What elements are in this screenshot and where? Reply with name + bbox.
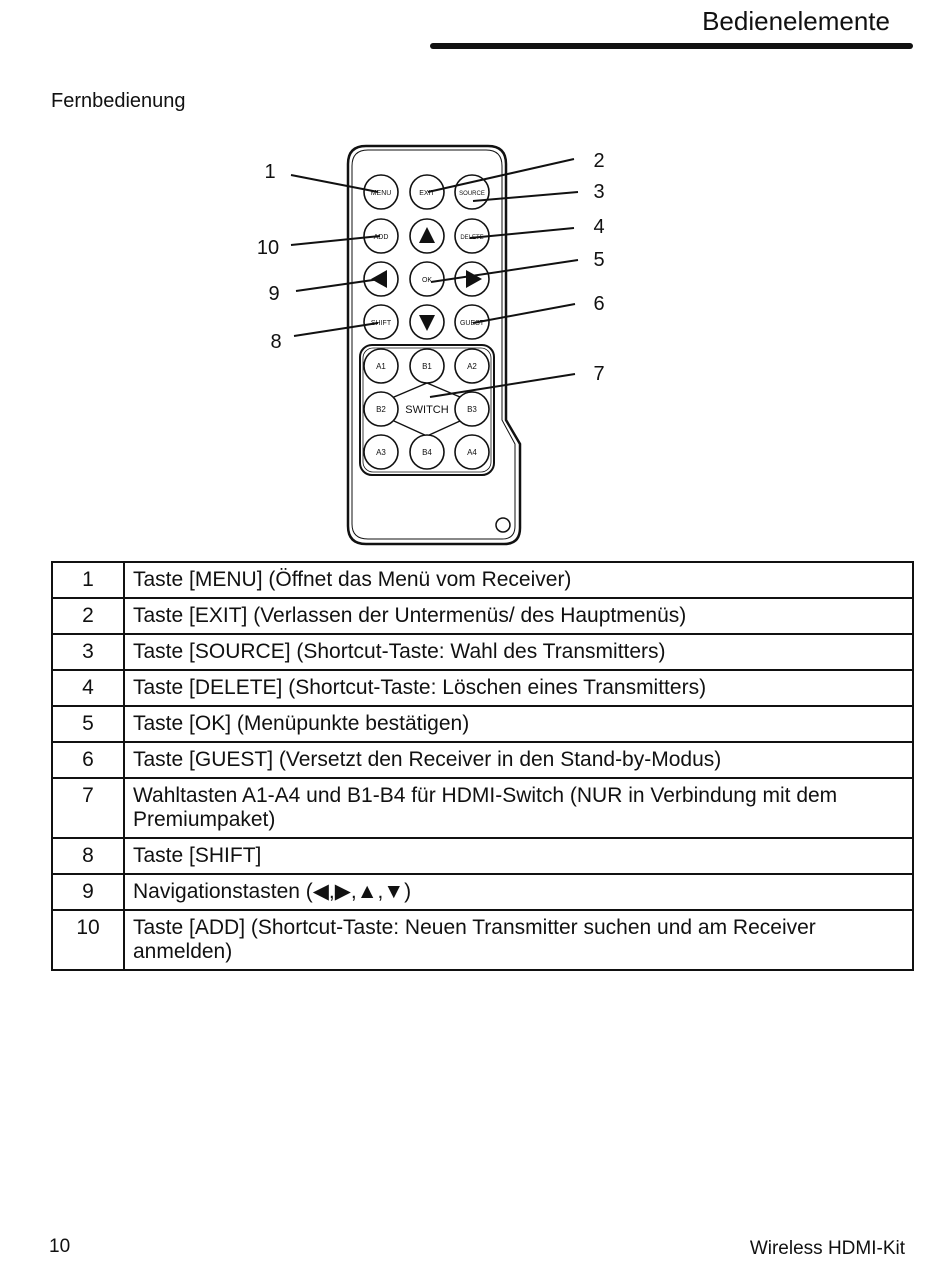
a4-label: A4 <box>467 448 477 457</box>
leader-5 <box>430 259 579 283</box>
table-row: 5 Taste [OK] (Menüpunkte bestätigen) <box>51 705 914 743</box>
callout-4: 4 <box>593 216 604 238</box>
b2-label: B2 <box>376 405 386 414</box>
legend-number: 9 <box>51 873 125 911</box>
legend-number: 7 <box>51 777 125 839</box>
up-arrow-icon <box>419 227 435 243</box>
legend-number: 3 <box>51 633 125 671</box>
legend-description: Taste [DELETE] (Shortcut-Taste: Löschen … <box>123 669 914 707</box>
callout-5: 5 <box>593 249 604 271</box>
ok-label: OK <box>422 277 432 284</box>
a2-button <box>454 348 490 384</box>
legend-description: Taste [SOURCE] (Shortcut-Taste: Wahl des… <box>123 633 914 671</box>
b3-button <box>454 391 490 427</box>
a3-button <box>363 434 399 470</box>
shift-button <box>363 304 399 340</box>
remote-control-figure: MENU EXIT SOURCE ADD DELETE OK SHIFT GUE… <box>257 144 605 546</box>
remote-body <box>346 144 522 546</box>
leader-4 <box>469 227 575 239</box>
table-row: 6 Taste [GUEST] (Versetzt den Receiver i… <box>51 741 914 779</box>
a2-label: A2 <box>467 362 477 371</box>
b2-button <box>363 391 399 427</box>
table-row: 3 Taste [SOURCE] (Shortcut-Taste: Wahl d… <box>51 633 914 671</box>
a3-label: A3 <box>376 448 386 457</box>
page-number: 10 <box>49 1236 71 1257</box>
table-row: 10 Taste [ADD] (Shortcut-Taste: Neuen Tr… <box>51 909 914 971</box>
legend-description: Taste [SHIFT] <box>123 837 914 875</box>
section-title: Bedienelemente <box>702 6 890 36</box>
a4-button <box>454 434 490 470</box>
switch-panel-inner <box>362 347 492 473</box>
leader-6 <box>472 303 576 324</box>
legend-number: 2 <box>51 597 125 635</box>
legend-number: 6 <box>51 741 125 779</box>
leader-1 <box>290 174 379 193</box>
leader-2 <box>427 158 575 193</box>
callout-9: 9 <box>268 283 279 305</box>
guest-label: GUEST <box>460 320 485 327</box>
down-arrow-icon <box>419 315 435 331</box>
leader-3 <box>472 191 579 202</box>
table-row: 4 Taste [DELETE] (Shortcut-Taste: Lösche… <box>51 669 914 707</box>
ok-button <box>409 261 445 297</box>
legend-number: 8 <box>51 837 125 875</box>
table-row: 1 Taste [MENU] (Öffnet das Menü vom Rece… <box>51 561 914 599</box>
exit-label: EXIT <box>419 190 435 197</box>
callout-1: 1 <box>264 161 275 183</box>
legend-description: Taste [MENU] (Öffnet das Menü vom Receiv… <box>123 561 914 599</box>
callout-3: 3 <box>593 181 604 203</box>
callout-8: 8 <box>270 331 281 353</box>
leader-8 <box>293 322 379 337</box>
table-row: 7 Wahltasten A1-A4 und B1-B4 für HDMI-Sw… <box>51 777 914 839</box>
switch-label: SWITCH <box>405 404 448 416</box>
b1-button <box>409 348 445 384</box>
remote-led <box>495 517 511 533</box>
a1-label: A1 <box>376 362 386 371</box>
a1-button <box>363 348 399 384</box>
leader-10 <box>290 235 381 246</box>
leader-7 <box>429 373 576 398</box>
title-rule <box>430 43 913 49</box>
leader-9 <box>295 278 381 292</box>
right-arrow-icon <box>466 270 482 288</box>
legend-description: Taste [OK] (Menüpunkte bestätigen) <box>123 705 914 743</box>
callout-10: 10 <box>257 237 279 259</box>
subtitle: Fernbedienung <box>51 90 186 112</box>
legend-description: Taste [EXIT] (Verlassen der Untermenüs/ … <box>123 597 914 635</box>
legend-description: Taste [ADD] (Shortcut-Taste: Neuen Trans… <box>123 909 914 971</box>
b1-label: B1 <box>422 362 432 371</box>
legend-description: Wahltasten A1-A4 und B1-B4 für HDMI-Swit… <box>123 777 914 839</box>
legend-description: Taste [GUEST] (Versetzt den Receiver in … <box>123 741 914 779</box>
guest-button <box>454 304 490 340</box>
product-name: Wireless HDMI-Kit <box>749 1238 905 1259</box>
legend-number: 4 <box>51 669 125 707</box>
legend-table: 1 Taste [MENU] (Öffnet das Menü vom Rece… <box>51 561 914 971</box>
table-row: 9 Navigationstasten (◀,▶,▲,▼) <box>51 873 914 911</box>
add-label: ADD <box>374 234 389 241</box>
legend-number: 5 <box>51 705 125 743</box>
b4-label: B4 <box>422 448 432 457</box>
table-row: 8 Taste [SHIFT] <box>51 837 914 875</box>
legend-number: 1 <box>51 561 125 599</box>
callout-7: 7 <box>593 363 604 385</box>
b3-label: B3 <box>467 405 477 414</box>
table-row: 2 Taste [EXIT] (Verlassen der Untermenüs… <box>51 597 914 635</box>
exit-button <box>409 174 445 210</box>
menu-label: MENU <box>371 190 392 197</box>
legend-description: Navigationstasten (◀,▶,▲,▼) <box>123 873 914 911</box>
switch-panel <box>359 344 495 476</box>
callout-6: 6 <box>593 293 604 315</box>
menu-button <box>363 174 399 210</box>
add-button <box>363 218 399 254</box>
shift-label: SHIFT <box>371 320 392 327</box>
source-label: SOURCE <box>459 191 485 197</box>
b4-button <box>409 434 445 470</box>
legend-number: 10 <box>51 909 125 971</box>
legend-table-body: 1 Taste [MENU] (Öffnet das Menü vom Rece… <box>51 561 914 971</box>
remote-body-inner <box>351 149 516 540</box>
callout-2: 2 <box>593 150 604 172</box>
